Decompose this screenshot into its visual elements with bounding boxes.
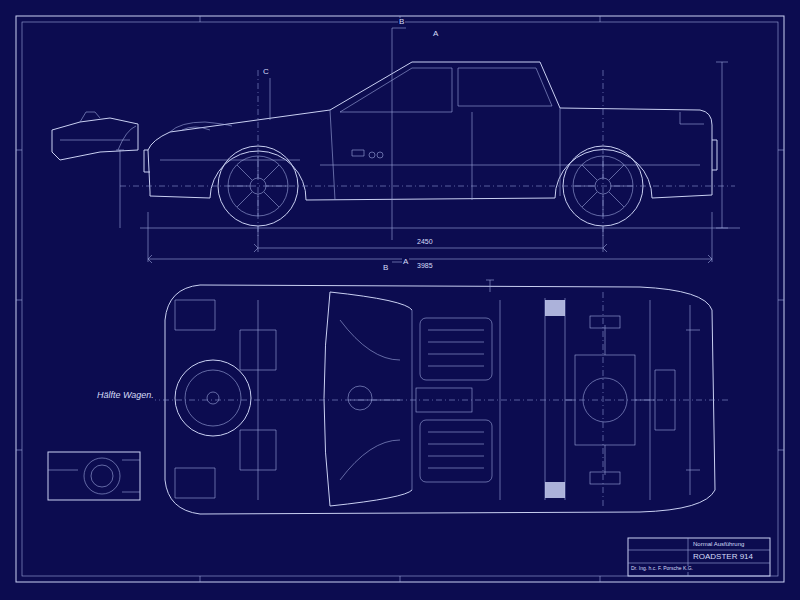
dimension-label: 2450 bbox=[416, 238, 434, 246]
side-view-part bbox=[120, 70, 735, 238]
top-view-part bbox=[412, 298, 565, 500]
spare-tire-part bbox=[207, 392, 219, 404]
drawing-frame-part bbox=[16, 16, 784, 582]
title-block-part bbox=[628, 538, 770, 576]
top-view-part bbox=[165, 285, 715, 514]
top-view-part bbox=[348, 386, 372, 410]
drawing-frame bbox=[16, 16, 784, 582]
side-view bbox=[116, 28, 740, 263]
drawing-frame-part bbox=[22, 22, 778, 576]
top-view-part bbox=[324, 292, 412, 506]
drawing-frame-part bbox=[16, 16, 784, 582]
spare-tire bbox=[175, 360, 251, 436]
headlight-detail-part bbox=[48, 452, 140, 500]
section-letter: A bbox=[402, 258, 409, 267]
front-detail bbox=[52, 112, 138, 160]
side-view-part bbox=[116, 62, 728, 228]
drawing-title: ROADSTER 914 bbox=[692, 553, 754, 562]
variant-note: Normal Ausführung bbox=[692, 541, 745, 548]
side-view-part bbox=[148, 62, 712, 200]
section-letter: B bbox=[398, 18, 405, 27]
spare-tire-part bbox=[175, 360, 251, 436]
top-view-part bbox=[150, 292, 730, 508]
view-note: Hälfte Wagen. bbox=[96, 391, 155, 401]
top-view-part bbox=[486, 280, 494, 292]
seats-part bbox=[420, 420, 492, 482]
top-view bbox=[150, 280, 730, 514]
headlight-detail bbox=[48, 452, 140, 500]
title-block bbox=[628, 538, 770, 576]
headlight-detail-part bbox=[48, 460, 140, 492]
headlight-detail-part bbox=[84, 458, 120, 494]
top-view-part bbox=[545, 482, 565, 498]
front-detail-part bbox=[60, 112, 136, 150]
section-letter: C bbox=[262, 68, 270, 77]
side-view-part bbox=[369, 152, 375, 158]
company-name: Dr. Ing. h.c. F. Porsche K.G. bbox=[630, 566, 694, 572]
engine-part bbox=[590, 472, 620, 484]
seats-part bbox=[420, 318, 492, 380]
side-view-part bbox=[144, 140, 717, 172]
dimension-label: 3985 bbox=[416, 262, 434, 270]
side-view-part bbox=[392, 28, 406, 262]
side-view-part bbox=[160, 68, 700, 200]
section-letter: B bbox=[382, 264, 389, 273]
top-view-part bbox=[650, 300, 700, 500]
front-detail-part bbox=[52, 118, 138, 160]
top-view-part bbox=[545, 300, 565, 316]
side-view-part bbox=[377, 152, 383, 158]
headlight-detail-part bbox=[91, 465, 113, 487]
seats bbox=[420, 318, 492, 482]
side-view-part bbox=[182, 112, 704, 156]
side-view-part bbox=[148, 212, 712, 262]
section-letter: A bbox=[432, 30, 439, 39]
side-view-part bbox=[140, 228, 740, 229]
spare-tire-part bbox=[185, 370, 241, 426]
side-view-part bbox=[270, 78, 271, 120]
engine-part bbox=[590, 316, 620, 328]
seats-part bbox=[428, 330, 484, 468]
side-view-part bbox=[148, 244, 712, 263]
title-block-part bbox=[628, 538, 770, 576]
